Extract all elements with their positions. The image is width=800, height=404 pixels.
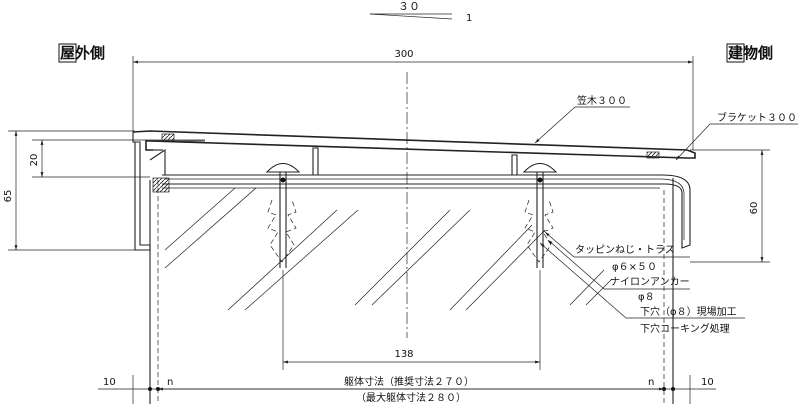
callout-hole: 下穴（φ８）現場加工 下穴コーキング処理 — [539, 242, 745, 335]
slope-run: ３０ — [398, 0, 420, 13]
gap-left-text: n — [167, 377, 173, 388]
total-width-text: 300 — [394, 49, 413, 60]
bracket-label: ブラケット３００ — [717, 111, 797, 124]
outside-side-text: 屋外側 — [60, 44, 105, 62]
anchor-label: ナイロンアンカー — [610, 276, 690, 288]
slope-rise: 1 — [466, 13, 472, 24]
screw-size-label: φ６×５０ — [612, 262, 657, 273]
hole-label: 下穴（φ８）現場加工 — [640, 305, 737, 318]
screw-label: タッピンねじ・トラス — [575, 244, 675, 256]
anchor-size-label: φ８ — [638, 292, 655, 303]
sub-left-text: 20 — [29, 154, 40, 167]
caulking-label: 下穴コーキング処理 — [640, 322, 730, 335]
gap-right-text: n — [648, 377, 654, 388]
callout-bracket: ブラケット３００ — [675, 111, 798, 161]
building-side-text: 建物側 — [728, 44, 773, 62]
height-left-text: 65 — [3, 190, 14, 203]
screw-right — [522, 162, 558, 268]
dim-sub-left: 20 — [29, 139, 205, 178]
screw-left — [265, 162, 301, 268]
dim-anchor-spacing: 138 — [282, 270, 541, 370]
anchor-spacing-text: 138 — [394, 349, 413, 360]
outside-label: 屋外側 — [58, 43, 105, 63]
kasagi-label: 笠木３００ — [577, 94, 627, 107]
callout-screw: タッピンねじ・トラス φ６×５０ — [544, 231, 690, 273]
body-max-text: （最大躯体寸法２８０） — [356, 391, 466, 404]
edge-left-text: 10 — [103, 377, 116, 388]
slope-indicator: ３０ 1 — [369, 0, 472, 24]
body-size-text: 躯体寸法（推奨寸法２７０） — [344, 375, 474, 388]
cap-profile — [132, 130, 696, 251]
dim-height-right: 60 — [690, 149, 770, 263]
height-right-text: 60 — [749, 202, 760, 215]
callout-kasagi: 笠木３００ — [534, 94, 630, 144]
bracket-profile — [152, 147, 691, 249]
callout-anchor: ナイロンアンカー φ８ — [547, 239, 690, 303]
wall-body — [149, 178, 674, 404]
dim-height-left: 65 — [3, 130, 145, 251]
dim-total-width: 300 — [132, 49, 694, 150]
building-label: 建物側 — [726, 43, 773, 63]
edge-right-text: 10 — [701, 377, 714, 388]
dim-bottom: 10 n n 10 躯体寸法（推奨寸法２７０） （最大躯体寸法２８０） — [98, 375, 716, 404]
